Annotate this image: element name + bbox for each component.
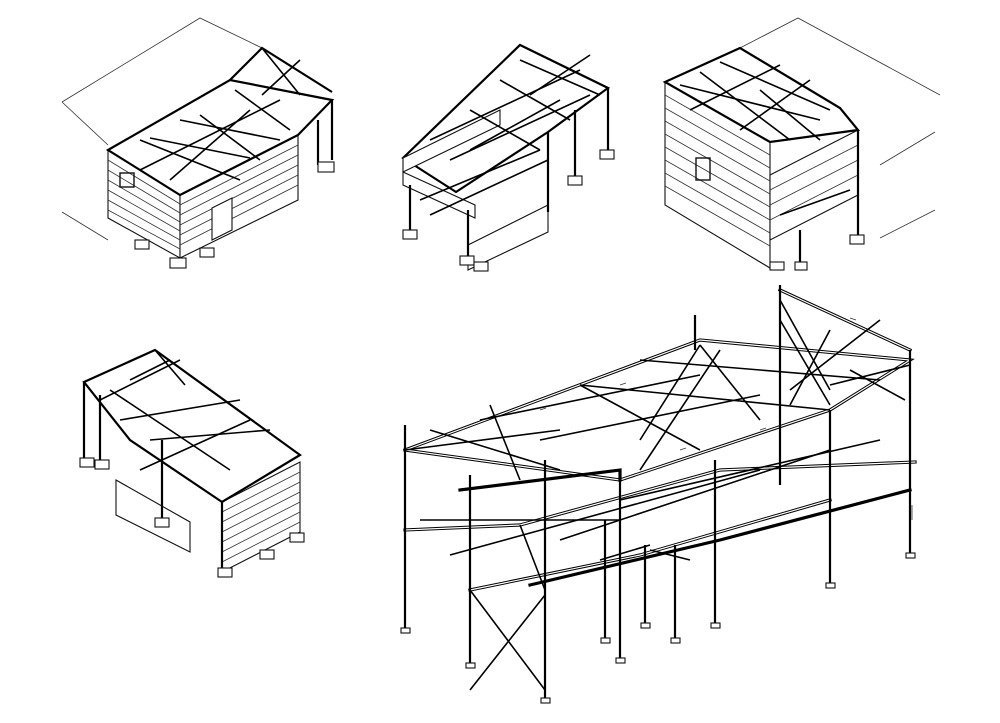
context-plane-line — [61, 17, 263, 103]
column-footing — [402, 229, 418, 240]
iso-view-5 — [400, 285, 917, 704]
roof-brace — [529, 54, 591, 96]
roof-brace — [739, 79, 811, 131]
member-marks — [539, 317, 913, 520]
column-footing — [154, 517, 170, 528]
roof-perimeter-beam — [105, 78, 335, 197]
fascia-panel — [402, 171, 476, 219]
context-plane-line — [879, 209, 936, 239]
roof-brace — [139, 139, 241, 181]
columns — [403, 285, 912, 700]
roof-brace — [169, 109, 251, 181]
roof-brace — [199, 114, 261, 161]
column-footing — [599, 149, 615, 160]
iso-view-4 — [79, 348, 305, 578]
roof-brace — [154, 349, 186, 386]
roof-beam — [149, 429, 271, 441]
column-footing — [259, 549, 275, 560]
base-plates — [400, 552, 916, 704]
column-footing — [473, 261, 489, 272]
roof-bracing — [404, 299, 881, 481]
cladding-seams — [221, 471, 301, 563]
column-footing — [567, 175, 583, 186]
column-footing — [289, 532, 305, 543]
wall-cladding — [179, 134, 299, 259]
iso-view-3 — [662, 17, 941, 271]
column-footing — [769, 261, 785, 271]
floor-beams — [403, 460, 917, 592]
floor-beam — [429, 159, 549, 216]
context-plane-line — [739, 17, 941, 96]
roof-beam — [719, 61, 831, 111]
base-panel — [467, 204, 549, 271]
column-footing — [169, 257, 187, 269]
roof-brace — [689, 64, 781, 111]
roof-beam — [699, 71, 791, 141]
context-plane-line — [61, 101, 109, 146]
roof-secondary-beams — [479, 349, 881, 471]
roof-beam — [499, 79, 571, 121]
column-footing — [317, 161, 335, 173]
roof-brace — [261, 47, 301, 96]
roof-beam — [449, 94, 591, 161]
roof-beam — [149, 137, 251, 159]
upper-frame — [229, 46, 333, 93]
iso-view-1 — [61, 17, 335, 269]
roof-brace — [234, 89, 291, 131]
roof-brace — [139, 419, 251, 471]
roof-brace — [469, 99, 561, 151]
base-panel — [115, 479, 191, 553]
column-footing — [199, 247, 215, 258]
roof-beams — [402, 287, 915, 492]
roof-beam — [679, 84, 821, 121]
fascia-panel — [402, 109, 501, 173]
column-footing — [134, 239, 150, 250]
roof-brace — [109, 389, 231, 471]
roof-perimeter-beam — [401, 43, 611, 194]
wall-cladding — [664, 81, 771, 269]
roof-beam — [99, 359, 181, 401]
roof-beam — [179, 119, 281, 141]
column-footing — [849, 234, 865, 245]
door-opening — [211, 197, 233, 241]
column-footing — [79, 457, 95, 468]
floor-beam — [419, 149, 541, 201]
roof-brace — [129, 359, 171, 381]
wall-cladding — [769, 129, 859, 241]
window-opening — [119, 172, 135, 188]
context-plane-line — [879, 131, 936, 166]
column-footing — [794, 261, 808, 271]
column-footing — [217, 567, 233, 578]
roof-beam — [119, 399, 241, 421]
column-footing — [94, 459, 110, 470]
context-plane-line — [61, 211, 109, 241]
roof-brace — [759, 89, 821, 141]
roof-brace — [261, 59, 301, 96]
floor-secondary-beams — [420, 439, 881, 561]
vertical-bracing — [469, 319, 911, 691]
floor-beam — [779, 189, 851, 216]
door-opening — [695, 157, 711, 181]
roof-beam — [139, 99, 281, 171]
roof-beam — [429, 69, 581, 141]
roof-perimeter-beam — [82, 348, 302, 504]
cladding-seams — [107, 144, 299, 250]
column-footing — [459, 255, 475, 266]
roof-brace — [519, 59, 601, 96]
cladding-seams — [664, 94, 859, 247]
roof-perimeter-beam — [662, 46, 861, 144]
iso-view-2 — [401, 43, 615, 272]
